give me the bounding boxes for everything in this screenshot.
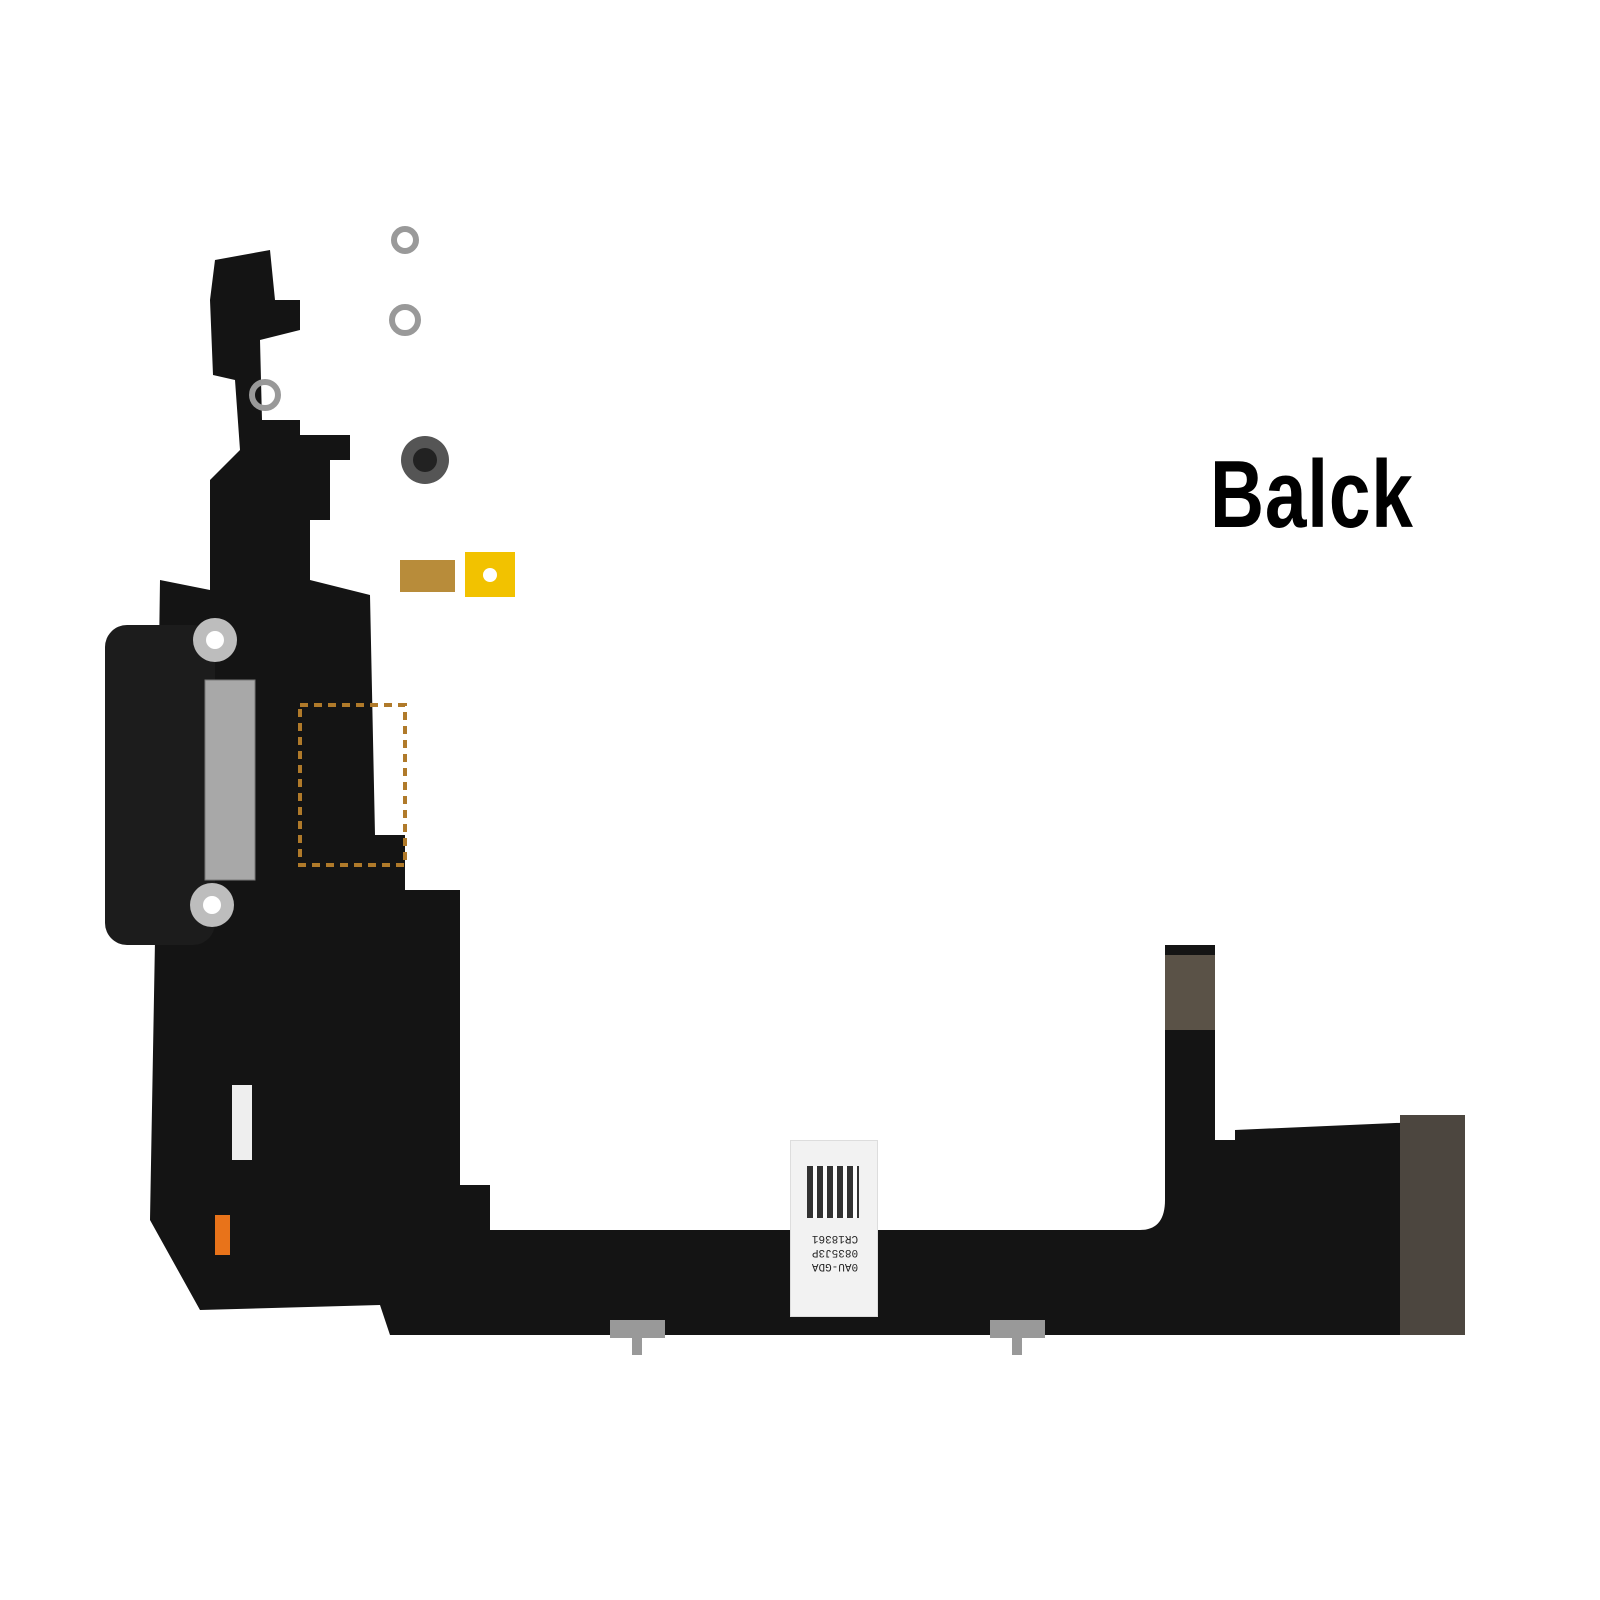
label-line-1: 0AU-GDA — [811, 1260, 859, 1272]
datamatrix-code — [807, 1166, 859, 1218]
color-caption: Balck — [1210, 441, 1414, 548]
label-line-3: CR18361 — [811, 1232, 859, 1244]
label-line-2: 0835J3P — [811, 1246, 859, 1258]
barcode-label: 0AU-GDA 0835J3P CR18361 — [790, 1140, 878, 1317]
